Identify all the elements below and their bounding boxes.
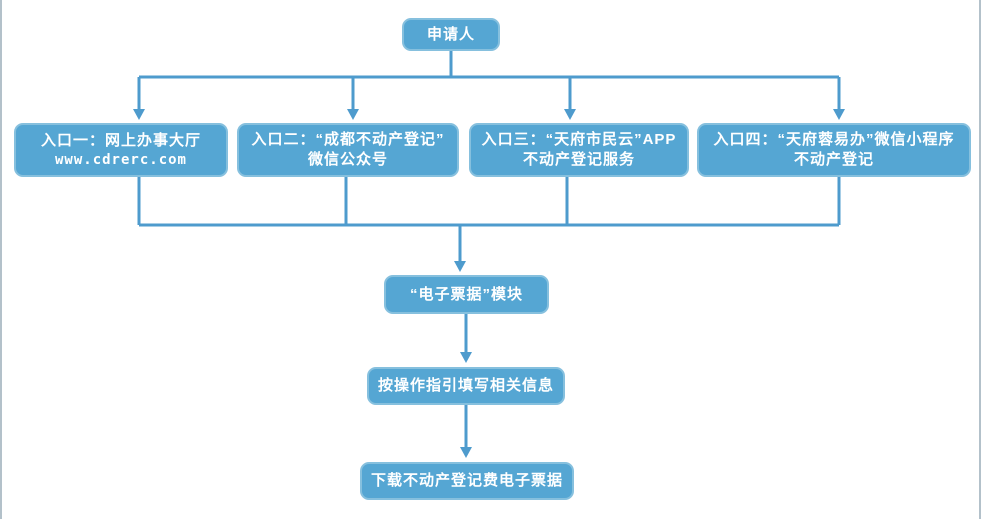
arrowhead-entry-1	[133, 109, 145, 120]
node-step-ebill-module: “电子票据”模块	[384, 275, 549, 314]
entry-4-title: 入口四：“天府蓉易办”微信小程序	[713, 131, 955, 149]
entry-4-subtitle: 不动产登记	[793, 151, 874, 168]
node-entry-portal-1: 入口一：网上办事大厅 www.cdrerc.com	[14, 123, 228, 177]
entry-3-subtitle: 不动产登记服务	[522, 151, 635, 168]
entry-2-title: 入口二：“成都不动产登记”	[251, 131, 445, 149]
node-entry-portal-2: 入口二：“成都不动产登记” 微信公众号	[237, 123, 459, 177]
entry-1-title: 入口一：网上办事大厅	[40, 131, 201, 149]
node-entry-portal-4: 入口四：“天府蓉易办”微信小程序 不动产登记	[697, 123, 971, 177]
entry-3-title: 入口三：“天府市民云”APP	[481, 131, 677, 149]
arrowhead-entry-2	[347, 109, 359, 120]
step-1-label: “电子票据”模块	[409, 285, 523, 303]
entry-1-url: www.cdrerc.com	[54, 151, 187, 168]
arrowhead-step-1	[454, 261, 466, 272]
arrowhead-step-3	[460, 447, 472, 458]
entry-2-subtitle: 微信公众号	[307, 151, 388, 168]
node-step-download-ebill: 下载不动产登记费电子票据	[360, 462, 574, 500]
arrowhead-step-2	[460, 352, 472, 363]
step-2-label: 按操作指引填写相关信息	[377, 377, 554, 395]
node-applicant-label: 申请人	[426, 25, 475, 43]
node-applicant: 申请人	[402, 18, 500, 51]
arrowhead-entry-4	[833, 109, 845, 120]
node-entry-portal-3: 入口三：“天府市民云”APP 不动产登记服务	[469, 123, 689, 177]
node-step-fill-info: 按操作指引填写相关信息	[367, 367, 565, 405]
step-3-label: 下载不动产登记费电子票据	[370, 472, 563, 490]
arrowhead-entry-3	[564, 109, 576, 120]
